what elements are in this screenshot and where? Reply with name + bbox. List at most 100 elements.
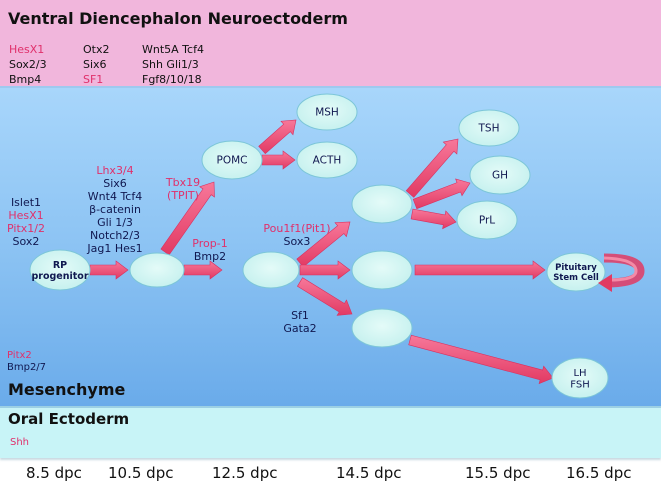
cell-label: PrL: [479, 215, 495, 227]
cell-label: Stem Cell: [553, 273, 599, 283]
factor: Gata2: [283, 322, 317, 335]
factor: Sf1: [291, 309, 309, 322]
timepoint: 8.5 dpc: [26, 464, 82, 482]
differentiation-arrow: [410, 208, 457, 230]
differentiation-arrow: [412, 178, 471, 210]
factor: Sox2: [12, 235, 40, 248]
oral-ectoderm-title: Oral Ectoderm: [8, 410, 130, 428]
cell-label: Pituitary: [555, 263, 597, 273]
factor: (TPIT): [167, 189, 199, 202]
cell-label: GH: [492, 170, 508, 182]
cell-ellipse: [201, 140, 263, 180]
factor: Tbx19: [165, 176, 201, 189]
mesenchyme-band: [0, 88, 661, 406]
factor: Bmp2/7: [7, 362, 47, 373]
pou1f1-factors: Pou1f1(Pit1) Sox3: [257, 222, 337, 248]
cell-label: progenitor: [31, 271, 88, 282]
ventral-factor: Sox2/3: [9, 58, 47, 71]
cell-prl: PrL: [456, 200, 518, 240]
factor: Six6: [103, 177, 127, 190]
cell-label: POMC: [217, 155, 248, 167]
ventral-factor: Six6: [83, 58, 107, 71]
timepoint: 15.5 dpc: [465, 464, 531, 482]
ventral-factor: Bmp4: [9, 73, 42, 86]
differentiation-arrow: [261, 150, 296, 170]
differentiation-arrow: [89, 260, 129, 280]
rp-factors: Islet1 HesX1 Pitx1/2 Sox2: [6, 196, 46, 248]
factor: Pitx1/2: [7, 222, 45, 235]
factor: Prop-1: [192, 237, 228, 250]
ventral-factor: Shh Gli1/3: [142, 58, 199, 71]
tbx19-factors: Tbx19 (TPIT): [158, 176, 208, 202]
cell-msh: MSH: [296, 93, 358, 131]
cell-ellipse: [351, 308, 413, 348]
cell-ellipse: [296, 141, 358, 179]
timepoint: 12.5 dpc: [212, 464, 278, 482]
cell-intermediate: [351, 308, 413, 348]
factor: Gli 1/3: [97, 216, 133, 229]
factor: Pitx2: [7, 350, 32, 361]
ventral-factor: HesX1: [9, 43, 45, 56]
cell-label: RP: [53, 260, 67, 271]
cell-ellipse: [469, 155, 531, 195]
cell-label: LH: [573, 368, 586, 379]
factor: β-catenin: [89, 203, 141, 216]
factor: Jag1 Hes1: [87, 242, 143, 255]
factor: Notch2/3: [90, 229, 140, 242]
cell-pomc: POMC: [201, 140, 263, 180]
ventral-factor: SF1: [83, 73, 104, 86]
ventral-col-1: Otx2 Six6 SF1: [83, 42, 109, 87]
factor: Lhx3/4: [96, 164, 134, 177]
lhx-factors: Lhx3/4 Six6 Wnt4 Tcf4 β-catenin Gli 1/3 …: [75, 164, 155, 255]
cell-gh: GH: [469, 155, 531, 195]
differentiation-arrow: [258, 119, 297, 155]
cell-label: ACTH: [313, 155, 342, 167]
factor: HesX1: [8, 209, 44, 222]
factor: Sox3: [283, 235, 311, 248]
cell-ellipse: [351, 250, 413, 290]
self-renewal-arrow: [598, 253, 645, 292]
cell-intermediate: [242, 251, 300, 289]
cell-label: MSH: [315, 107, 339, 119]
cell-intermediate: [351, 250, 413, 290]
factor: Islet1: [10, 196, 42, 209]
cell-acth: ACTH: [296, 141, 358, 179]
cell-ellipse: [296, 93, 358, 131]
ventral-factor: Fgf8/10/18: [142, 73, 202, 86]
differentiation-arrow: [296, 221, 351, 268]
cell-ellipse: [242, 251, 300, 289]
mesenchyme-factors: Pitx2 Bmp2/7: [7, 350, 46, 374]
factor: Bmp2: [193, 250, 227, 263]
cell-ellipse: [551, 357, 609, 399]
differentiation-arrow: [296, 277, 353, 316]
differentiation-arrow: [160, 181, 215, 256]
cell-label: FSH: [570, 379, 589, 390]
timepoint: 16.5 dpc: [566, 464, 632, 482]
cell-ellipse: [546, 252, 606, 292]
sf1-factors: Sf1 Gata2: [280, 309, 320, 335]
differentiation-arrow: [405, 138, 459, 198]
ventral-factor: Otx2: [83, 43, 110, 56]
timepoint: 14.5 dpc: [336, 464, 402, 482]
ventral-title: Ventral Diencephalon Neuroectoderm: [8, 9, 348, 28]
cell-label: TSH: [478, 123, 500, 135]
cell-ellipse: [456, 200, 518, 240]
factor: Wnt4 Tcf4: [87, 190, 143, 203]
factor: Pou1f1(Pit1): [263, 222, 331, 235]
ventral-diencephalon-band: [0, 0, 661, 88]
mesenchyme-title: Mesenchyme: [8, 380, 126, 399]
cell-intermediate: [129, 252, 185, 288]
oral-ectoderm-band: [0, 406, 661, 458]
ventral-col-0: HesX1 Sox2/3 Bmp4: [9, 42, 47, 87]
cell-ellipse: [351, 184, 413, 224]
prop1-factors: Prop-1 Bmp2: [190, 237, 230, 263]
oral-factor: Shh: [10, 437, 30, 448]
cell-tsh: TSH: [458, 109, 520, 147]
ventral-factor: Wnt5A Tcf4: [142, 43, 204, 56]
differentiation-arrow: [408, 334, 554, 385]
